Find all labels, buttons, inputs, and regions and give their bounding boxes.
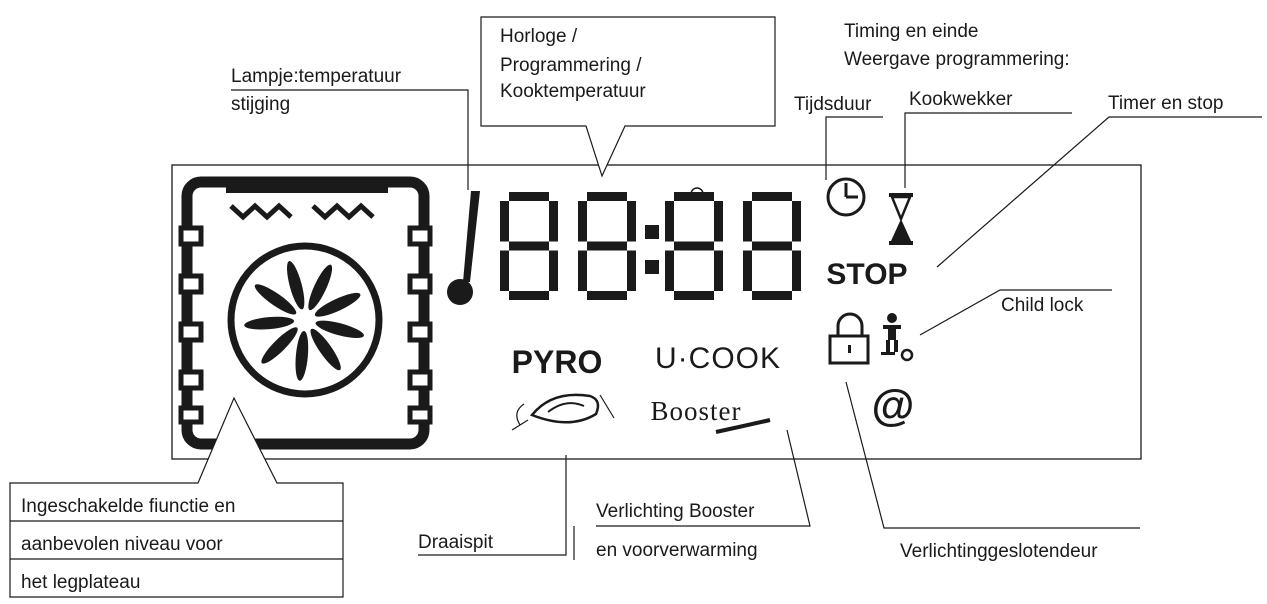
segment-6 <box>509 241 549 251</box>
seven-segment-display <box>500 187 801 300</box>
clock-icon <box>826 177 866 217</box>
child-key-icon <box>881 313 914 362</box>
svg-text:Draaispit: Draaispit <box>418 532 494 553</box>
hourglass-icon <box>889 193 913 245</box>
segment-3 <box>509 291 549 300</box>
segment-0 <box>587 192 627 201</box>
svg-text:Timer en stop: Timer en stop <box>1108 93 1223 114</box>
segment-0 <box>752 192 792 201</box>
segment-1 <box>714 201 723 242</box>
segment-6 <box>674 241 714 251</box>
colon-top <box>645 225 659 239</box>
svg-text:stijging: stijging <box>231 94 290 115</box>
callout-clock: Horloge / Programmering / Kooktemperatuu… <box>480 16 776 178</box>
segment-1 <box>549 201 558 242</box>
svg-text:Ingeschakelde fiunctie en: Ingeschakelde fiunctie en <box>21 496 235 517</box>
rotisserie-icon <box>511 393 615 431</box>
callout-timer-stop: Timer en stop <box>936 93 1262 268</box>
pyro-label: PYRO <box>512 344 603 380</box>
padlock-icon <box>828 312 870 365</box>
svg-text:het legplateau: het legplateau <box>21 572 140 593</box>
callout-timing-header: Timing en einde Weergave programmering: <box>844 21 1070 70</box>
svg-text:Horloge /: Horloge / <box>500 26 578 47</box>
display-panel <box>171 164 1142 460</box>
segment-3 <box>674 291 714 300</box>
digit-4 <box>743 192 801 300</box>
segment-6 <box>752 241 792 251</box>
segment-5 <box>578 201 587 242</box>
svg-text:aanbevolen niveau voor: aanbevolen niveau voor <box>21 534 223 555</box>
svg-text:en voorverwarming: en voorverwarming <box>596 540 758 561</box>
segment-0 <box>674 192 714 201</box>
segment-4 <box>578 250 587 291</box>
segment-0 <box>509 192 549 201</box>
svg-text:Weergave programmering:: Weergave programmering: <box>844 49 1070 70</box>
segment-2 <box>627 250 636 291</box>
digit-2 <box>578 192 636 300</box>
colon-bottom <box>645 260 659 274</box>
segment-4 <box>500 250 509 291</box>
segment-4 <box>665 250 674 291</box>
segment-5 <box>743 201 752 242</box>
svg-text:Tijdsduur: Tijdsduur <box>794 94 872 115</box>
segment-2 <box>714 250 723 291</box>
at-symbol: @ <box>872 381 915 430</box>
segment-6 <box>587 241 627 251</box>
svg-text:Verlichting Booster: Verlichting Booster <box>596 501 755 522</box>
svg-text:Programmering /: Programmering / <box>500 55 642 76</box>
segment-1 <box>627 201 636 242</box>
svg-text:Kookwekker: Kookwekker <box>909 89 1013 110</box>
booster-label: Booster <box>651 396 742 426</box>
svg-text:Verlichtinggeslotendeur: Verlichtinggeslotendeur <box>900 541 1098 562</box>
thermometer-icon <box>447 191 480 305</box>
callout-temp-light: Lampje:temperatuur stijging <box>231 66 469 190</box>
svg-text:Child lock: Child lock <box>1001 295 1084 316</box>
degree-icon <box>690 187 704 201</box>
digit-3 <box>665 192 723 300</box>
svg-text:Timing en einde: Timing en einde <box>844 21 978 42</box>
booster-swoosh <box>715 418 771 434</box>
callout-booster-light: Verlichting Booster en voorverwarming <box>573 429 811 561</box>
callout-rotisserie: Draaispit <box>418 455 567 556</box>
segment-5 <box>500 201 509 242</box>
segment-3 <box>587 291 627 300</box>
callout-duration: Tijdsduur <box>794 94 883 180</box>
segment-3 <box>752 291 792 300</box>
callout-locked-door: Verlichtinggeslotendeur <box>845 381 1140 562</box>
ucook-label: U·COOK <box>655 342 781 375</box>
digit-1 <box>500 192 558 300</box>
stop-label: STOP <box>826 258 907 291</box>
segment-2 <box>549 250 558 291</box>
callout-function: Ingeschakelde fiunctie en aanbevolen niv… <box>9 396 344 598</box>
callout-child-lock: Child lock <box>919 289 1112 336</box>
oven-function-icon <box>178 176 433 450</box>
segment-4 <box>743 250 752 291</box>
svg-text:Lampje:temperatuur: Lampje:temperatuur <box>231 66 402 87</box>
segment-1 <box>792 201 801 242</box>
callout-kitchen-timer: Kookwekker <box>904 89 1072 188</box>
segment-5 <box>665 201 674 242</box>
svg-text:Kooktemperatuur: Kooktemperatuur <box>500 81 646 102</box>
segment-2 <box>792 250 801 291</box>
